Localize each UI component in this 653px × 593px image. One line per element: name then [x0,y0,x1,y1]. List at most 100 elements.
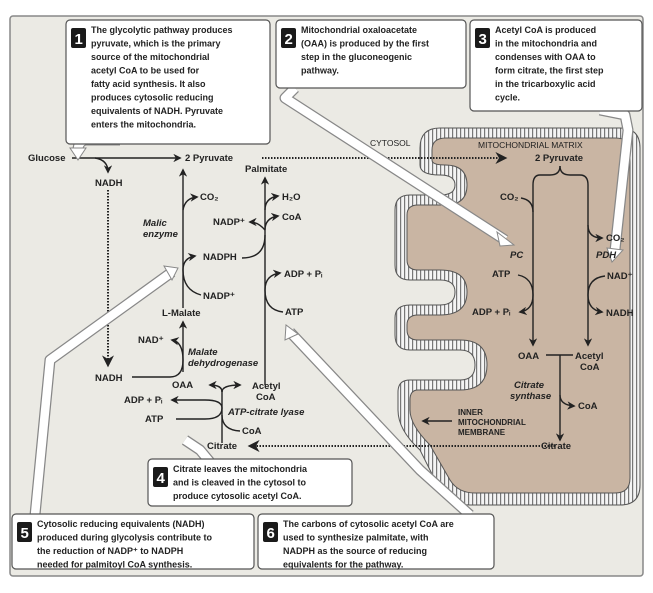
annotation-box-5: 5 Cytosolic reducing equivalents (NADH) pr… [11,513,255,570]
annotation-box-frame [11,513,255,570]
annotation-box-frame [147,458,353,507]
mito-adp-pi-label: ADP + Pᵢ [472,307,511,318]
annotation-boxes: 1 The glycolytic pathway produces pyruvate… [11,19,643,570]
mito-labels: 2 Pyruvate CO₂ CO₂ PC PDH ATP ADP + Pᵢ N… [458,153,634,452]
citrate-label: Citrate [207,441,237,452]
annotation-box-frame [275,19,467,89]
annotation-line: equivalents for the pathway. [283,560,403,570]
h2o-label: H₂O [282,192,300,203]
cytosol-labels: Glucose 2 Pyruvate NADH NADH CO₂ Malic e… [28,153,323,452]
annotation-line: the reduction of NADP⁺ to NADPH [37,546,183,556]
annotation-line: enters the mitochondria. [91,120,196,130]
step-number: 3 [479,31,487,48]
annotation-line: acetyl CoA to be used for [91,66,200,76]
citrate-synthase-label: Citrate [514,380,545,391]
annotation-box-3: 3 Acetyl CoA is produced in the mitochondr… [469,19,643,112]
annotation-line: used to synthesize palmitate, with [283,533,429,543]
annotation-line: pathway. [301,66,339,76]
annotation-box-frame [469,19,643,112]
co2-label: CO₂ [200,192,218,203]
malic-enzyme-label-2: enzyme [143,229,179,240]
membrane-label-2: MITOCHONDRIAL [458,418,526,427]
acetyl-coa-label-2: CoA [256,392,276,403]
step-number-badge [281,28,296,48]
malic-enzyme-label: Malic [143,218,167,229]
annotation-line: (OAA) is produced by the first [301,39,429,49]
mito-co2-left-label: CO₂ [500,192,518,203]
annotation-box-frame [257,513,495,570]
pyruvate-label: 2 Pyruvate [185,153,233,164]
annotation-line: The carbons of cytosolic acetyl CoA are [283,519,454,529]
step-number: 6 [267,525,275,542]
annotation-line: produces cytosolic reducing [91,93,214,103]
mitochondrial-pathway-arrows [421,165,606,442]
annotation-box-4: 4 Citrate leaves the mitochondria and is c… [147,458,353,507]
step-number: 1 [75,31,83,48]
annotation-box-6: 6 The carbons of cytosolic acetyl CoA are… [257,513,495,570]
mitochondrion [394,127,641,506]
annotation-line: condenses with OAA to [495,52,596,62]
annotation-line: step in the gluconeogenic [301,52,412,62]
mito-nadh-label: NADH [606,308,634,319]
step-number-badge [17,522,32,542]
annotation-line: equivalents of NADH. Pyruvate [91,106,223,116]
step-number-badge [71,28,86,48]
annotation-line: produced during glycolysis contribute to [37,533,213,543]
annotation-line: Mitochondrial oxaloacetate [301,25,417,35]
mito-co2-right-label: CO₂ [606,233,624,244]
annotation-line: Acetyl CoA is produced [495,25,596,35]
step-number-badge [475,28,490,48]
cytosol-label: CYTOSOL [370,138,411,148]
annotation-line: fatty acid synthesis. It also [91,79,206,89]
nadp-lower-label: NADP⁺ [203,291,235,302]
mito-coa-label: CoA [578,401,598,412]
l-malate-label: L-Malate [162,308,201,319]
pc-label: PC [510,250,523,261]
mito-acetyl-coa-label-2: CoA [580,362,600,373]
glucose-label: Glucose [28,153,66,164]
step-number: 4 [157,470,166,487]
malate-dehydrogenase-label-2: dehydrogenase [188,358,259,369]
mito-pyruvate-label: 2 Pyruvate [535,153,583,164]
nad-label: NAD⁺ [138,335,164,346]
adp-pi-left-label: ADP + Pᵢ [124,395,163,406]
acetyl-coa-label: Acetyl [252,381,281,392]
step-number: 2 [285,31,293,48]
palmitate-label: Palmitate [245,164,287,175]
annotation-box-1: 1 The glycolytic pathway produces pyruvate… [65,19,271,145]
annotation-line: cycle. [495,93,520,103]
mito-citrate-label: Citrate [541,441,571,452]
atp-citrate-lyase-label: ATP-citrate lyase [227,407,305,418]
pdh-label: PDH [596,250,617,261]
callout-1-arrowhead [69,147,87,161]
nadh-bottom-label: NADH [95,373,123,384]
adp-pi-right-label: ADP + Pᵢ [284,269,323,280]
step-number-badge [153,467,168,487]
annotation-line: pyruvate, which is the primary [91,39,221,49]
annotation-line: and is cleaved in the cytosol to [173,478,307,488]
atp-left-label: ATP [145,414,164,425]
annotation-line: The glycolytic pathway produces [91,25,233,35]
annotation-box-2: 2 Mitochondrial oxaloacetate (OAA) is prod… [275,19,467,89]
coa-bottom-label: CoA [242,426,262,437]
annotation-line: form citrate, the first step [495,66,604,76]
annotation-box-frame [65,19,271,145]
step-number: 5 [21,525,29,542]
annotation-line: Citrate leaves the mitochondria [173,464,308,474]
citrate-synthase-label-2: synthase [510,391,552,402]
annotation-line: Cytosolic reducing equivalents (NADH) [37,519,205,529]
step-number-badge [263,522,278,542]
nadph-label: NADPH [203,252,237,263]
atp-right-label: ATP [285,307,304,318]
malate-dehydrogenase-label: Malate [188,347,218,358]
annotation-line: in the tricarboxylic acid [495,79,596,89]
membrane-label: INNER [458,408,483,417]
matrix-label: MITOCHONDRIAL MATRIX [478,140,583,150]
annotation-line: in the mitochondria and [495,39,597,49]
annotation-line: needed for palmitoyl CoA synthesis. [37,560,192,570]
annotation-line: NADPH as the source of reducing [283,546,427,556]
nadh-top-label: NADH [95,178,123,189]
oaa-label: OAA [172,380,193,391]
coa-top-label: CoA [282,212,302,223]
